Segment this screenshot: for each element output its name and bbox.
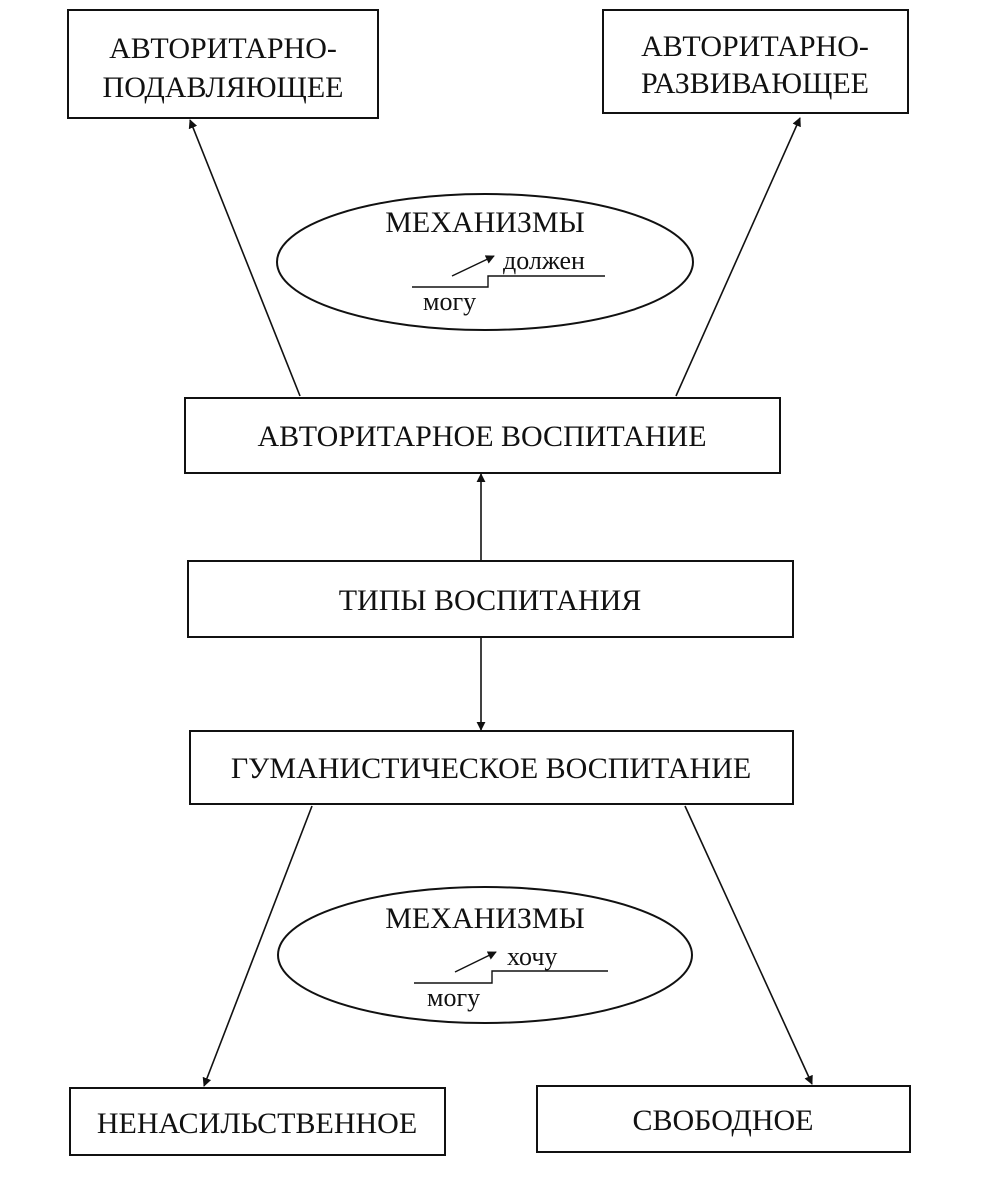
mechanisms-top-title: МЕХАНИЗМЫ [385,206,585,239]
node-humanistic-upbringing: ГУМАНИСТИЧЕСКОЕ ВОСПИТАНИЕ [189,730,794,805]
node-free-frame [536,1085,911,1153]
node-humanistic-upbringing-frame [189,730,794,805]
node-authoritarian-developing-frame [602,9,909,114]
node-authoritarian-suppressive-frame [67,9,379,119]
node-authoritarian-suppressive-line-1: АВТОРИТАРНО- [109,32,337,65]
node-authoritarian-upbringing-label: АВТОРИТАРНОЕ ВОСПИТАНИЕ [257,420,706,453]
mechanisms-bottom-from-word: могу [427,983,480,1012]
mechanisms-top-step-line [412,275,605,288]
mechanisms-bottom-ellipse [277,886,693,1024]
node-authoritarian-upbringing: АВТОРИТАРНОЕ ВОСПИТАНИЕ [184,397,781,474]
node-humanistic-upbringing-label: ГУМАНИСТИЧЕСКОЕ ВОСПИТАНИЕ [231,752,751,785]
node-nonviolent-label: НЕНАСИЛЬСТВЕННОЕ [97,1107,417,1140]
connectors [188,117,813,1087]
mechanisms-bottom-title: МЕХАНИЗМЫ [385,902,585,935]
node-nonviolent: НЕНАСИЛЬСТВЕННОЕ [69,1087,446,1156]
mechanisms-top: МЕХАНИЗМЫ должен могу [276,193,694,331]
arrow-to-nonviolent [202,805,313,1087]
node-free: СВОБОДНОЕ [536,1085,911,1153]
node-authoritarian-developing: АВТОРИТАРНО- РАЗВИВАЮЩЕЕ [602,9,909,114]
arrow-to-authoritarian-developing [675,117,801,397]
node-upbringing-types: ТИПЫ ВОСПИТАНИЯ [187,560,794,638]
node-authoritarian-developing-line-2: РАЗВИВАЮЩЕЕ [641,67,869,100]
mechanisms-bottom-step-line [414,970,608,984]
node-upbringing-types-label: ТИПЫ ВОСПИТАНИЯ [339,584,642,617]
mechanisms-top-to-word: должен [503,246,585,275]
node-authoritarian-suppressive-line-2: ПОДАВЛЯЮЩЕЕ [103,71,344,104]
mechanisms-bottom-to-word: хочу [507,942,557,971]
arrow-to-free [684,805,813,1085]
node-free-label: СВОБОДНОЕ [633,1104,814,1137]
arrow-to-authoritarian-suppressive [188,119,301,397]
node-nonviolent-frame [69,1087,446,1156]
mechanisms-top-step-arrow [451,255,495,277]
node-authoritarian-developing-line-1: АВТОРИТАРНО- [641,30,869,63]
node-upbringing-types-frame [187,560,794,638]
node-authoritarian-suppressive: АВТОРИТАРНО- ПОДАВЛЯЮЩЕЕ [67,9,379,119]
mechanisms-top-from-word: могу [423,287,476,316]
mechanisms-bottom-step-arrow [454,951,497,973]
mechanisms-bottom: МЕХАНИЗМЫ хочу могу [277,886,693,1024]
node-authoritarian-upbringing-frame [184,397,781,474]
